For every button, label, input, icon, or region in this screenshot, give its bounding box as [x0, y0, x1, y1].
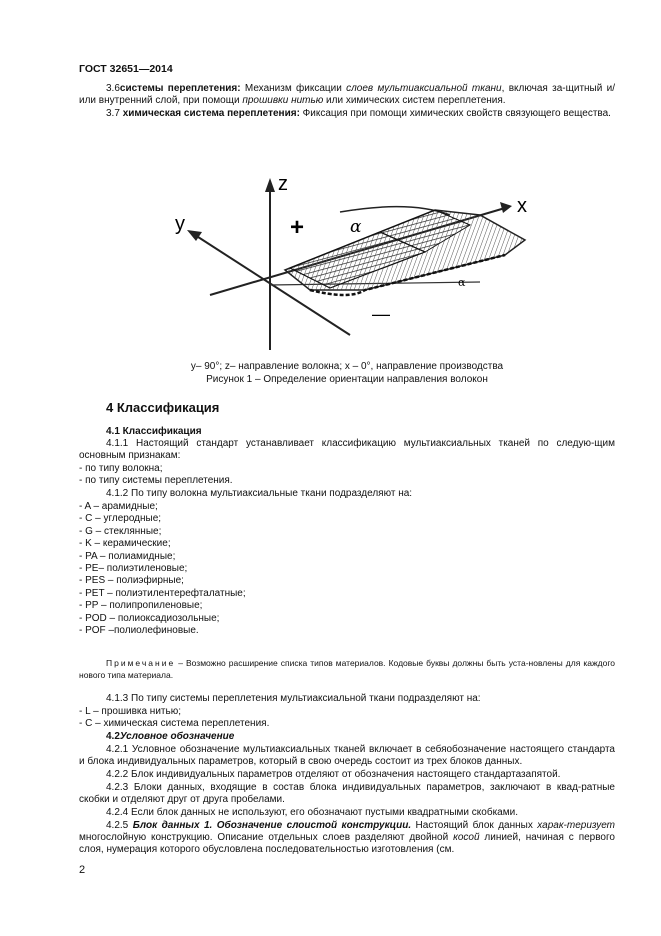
list-item: - POF –полиолефиновые. — [79, 625, 199, 637]
figure-caption-title: Рисунок 1 – Определение ориентации напра… — [206, 374, 488, 385]
list-item: - PP – полипропиленовые; — [79, 600, 203, 612]
list-item: - POD – полиоксадиозольные; — [79, 612, 220, 624]
paragraph-4-1-3: 4.1.3 По типу системы переплетения мульт… — [106, 693, 481, 704]
paragraph-4-2-2: 4.2.2 Блок индивидуальных параметров отд… — [106, 769, 561, 780]
fabric-hatched-layer-2 — [378, 209, 472, 253]
fiber-orientation-figure: z y x + — α α — [175, 173, 527, 350]
page-number: 2 — [79, 864, 86, 876]
list-item: - K – керамические; — [79, 538, 171, 550]
weave-type-list: - L – прошивка нитью; - C – химическая с… — [79, 706, 615, 731]
fabric-edge — [309, 253, 506, 297]
list-item: - PA – полиамидные; — [79, 550, 176, 562]
page-header: ГОСТ 32651—2014 — [79, 63, 173, 75]
alpha-label: α — [350, 217, 362, 237]
minus-sign: — — [372, 304, 390, 324]
x-axis-label: x — [517, 195, 527, 217]
x-axis-arrow — [500, 202, 512, 213]
paragraph-4-1-2: 4.1.2 По типу волокна мультиаксиальные т… — [106, 488, 413, 499]
alpha-small-label: α — [458, 276, 466, 289]
paragraph-4-2-5: 4.2.5 Блок данных 1. Обозначение слоисто… — [79, 820, 615, 856]
criteria-item: - по типу системы переплетения. — [79, 475, 233, 487]
paragraph-3-6: 3.6системы переплетения: Механизм фиксац… — [79, 83, 616, 107]
subsection-title-4-1: 4.1 Классификация — [106, 426, 202, 437]
z-axis-arrow — [265, 178, 275, 192]
section-title-4: 4 Классификация — [106, 400, 220, 415]
list-item: - C – химическая система переплетения. — [79, 718, 270, 730]
paragraph-4-2-1: 4.2.1 Условное обозначение мультиаксиаль… — [79, 744, 615, 768]
list-item: - L – прошивка нитью; — [79, 706, 181, 717]
paragraph-3-7: 3.7 химическая система переплетения: Фик… — [106, 108, 611, 119]
z-axis-label: z — [278, 173, 288, 195]
fiber-type-list: - A – арамидные; - C – углеродные; - G –… — [79, 501, 615, 637]
subsection-title-4-2: 4.2Условное обозначение — [106, 731, 235, 742]
y-axis-arrow — [187, 230, 202, 241]
criteria-item: - по типу волокна; — [79, 463, 163, 474]
list-item: - C – углеродные; — [79, 513, 162, 525]
figure-caption-axes: y– 90°; z– направление волокна; x – 0°, … — [190, 361, 504, 372]
list-item: - G – стеклянные; — [79, 525, 162, 537]
criteria-list: - по типу волокна; - по типу системы пер… — [79, 463, 615, 488]
paragraph-4-1-1: 4.1.1 Настоящий стандарт устанавливает к… — [79, 438, 615, 462]
plus-sign: + — [290, 214, 304, 241]
list-item: - A – арамидные; — [79, 501, 158, 512]
list-item: - PE– полиэтиленовые; — [79, 563, 188, 575]
paragraph-4-2-4: 4.2.4 Если блок данных не используют, ег… — [106, 807, 518, 818]
list-item: - PES – полиэфирные; — [79, 575, 184, 587]
paragraph-4-2-3: 4.2.3 Блоки данных, входящие в состав бл… — [79, 782, 615, 806]
list-item: - PET – полиэтилентерефталатные; — [79, 587, 246, 599]
note-paragraph: Примечание – Возможно расширение списка … — [79, 658, 615, 680]
y-axis-label: y — [175, 213, 185, 235]
